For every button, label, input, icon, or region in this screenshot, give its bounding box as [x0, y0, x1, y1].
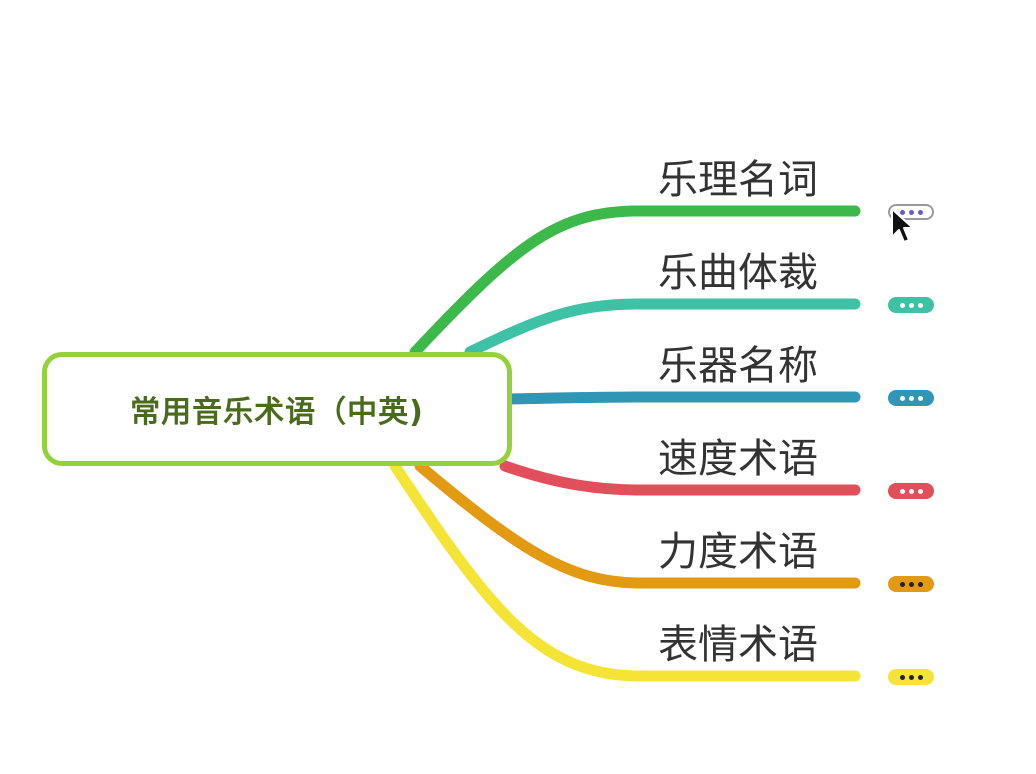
ellipsis-icon — [899, 302, 923, 308]
ellipsis-icon — [899, 209, 923, 215]
central-topic-label: 常用音乐术语（中英) — [130, 395, 424, 430]
expand-branch-button-dynamics-terms[interactable] — [888, 576, 934, 592]
branch-label-expression-terms[interactable]: 表情术语 — [658, 622, 818, 668]
branch-label-instrument-names[interactable]: 乐器名称 — [658, 343, 818, 389]
branch-connector-expression-terms — [389, 460, 861, 682]
expand-branch-button-instrument-names[interactable] — [888, 390, 934, 406]
expand-branch-button-expression-terms[interactable] — [888, 669, 934, 685]
expand-branch-button-music-genres[interactable] — [888, 297, 934, 313]
ellipsis-icon — [899, 488, 923, 494]
branch-connector-music-genres — [464, 298, 861, 358]
branch-connector-instrument-names — [499, 391, 861, 405]
branch-connector-dynamics-terms — [414, 460, 861, 589]
ellipsis-icon — [899, 395, 923, 401]
branch-connector-tempo-terms — [499, 460, 861, 496]
branch-label-dynamics-terms[interactable]: 力度术语 — [658, 529, 818, 575]
branch-connector-theory-terms — [409, 205, 861, 358]
expand-branch-button-tempo-terms[interactable] — [888, 483, 934, 499]
mouse-pointer-icon — [891, 208, 914, 243]
branch-label-theory-terms[interactable]: 乐理名词 — [658, 157, 818, 203]
branch-label-music-genres[interactable]: 乐曲体裁 — [658, 250, 818, 296]
ellipsis-icon — [899, 581, 923, 587]
branch-label-tempo-terms[interactable]: 速度术语 — [658, 436, 818, 482]
ellipsis-icon — [899, 674, 923, 680]
central-topic[interactable]: 常用音乐术语（中英) — [42, 352, 512, 466]
